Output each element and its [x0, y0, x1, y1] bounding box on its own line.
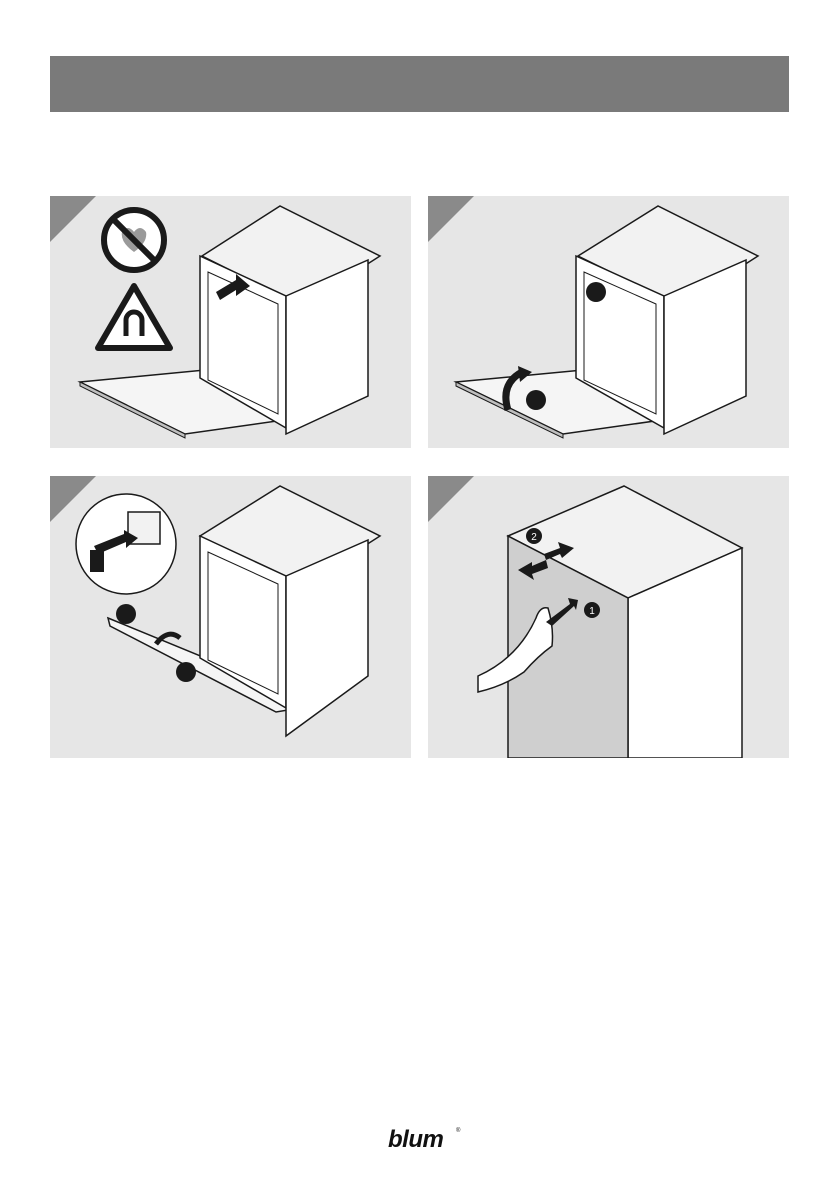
instruction-panel-4: 2 1	[428, 476, 789, 758]
blum-logo: blum ®	[376, 1126, 466, 1156]
step-marker-icon	[116, 604, 136, 624]
power-plug-icon	[76, 494, 176, 594]
logo-registered-mark: ®	[456, 1128, 460, 1134]
section-header-bar	[50, 56, 789, 112]
step-marker-icon	[586, 282, 606, 302]
step-marker-icon	[176, 662, 196, 682]
instruction-panel-1	[50, 196, 411, 448]
cabinet-illustration-3	[50, 476, 411, 758]
no-pacemaker-icon	[104, 210, 164, 270]
instruction-panel-2	[428, 196, 789, 448]
magnet-warning-icon	[98, 286, 170, 348]
step-corner	[428, 196, 474, 242]
cabinet-illustration-1	[50, 196, 411, 448]
step-marker-1: 1	[589, 606, 595, 617]
step-marker-icon	[526, 390, 546, 410]
instruction-panel-3	[50, 476, 411, 758]
step-corner	[428, 476, 474, 522]
step-marker-2: 2	[531, 532, 537, 543]
logo-text: blum	[388, 1126, 443, 1154]
step-corner	[50, 196, 96, 242]
cabinet-illustration-4: 2 1	[428, 476, 789, 758]
cabinet-illustration-2	[428, 196, 789, 448]
